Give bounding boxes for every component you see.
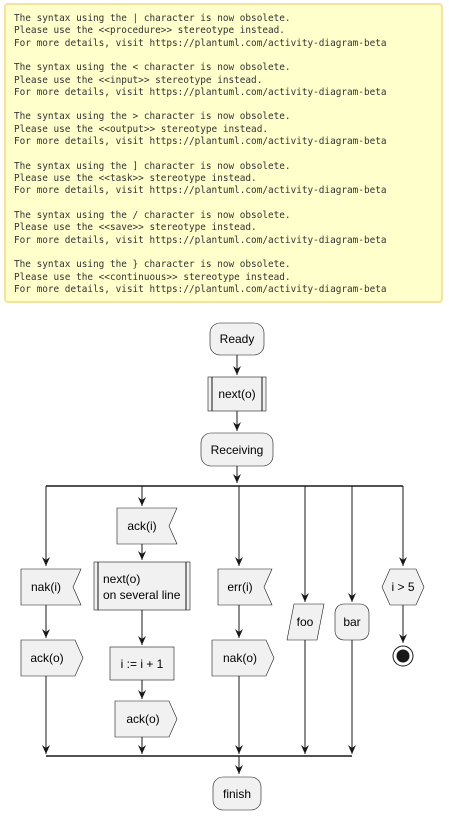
node-increment-label: i := i + 1 — [121, 657, 164, 671]
node-next-multiline-label-2: on several line — [103, 588, 181, 602]
node-nak-out: nak(o) — [211, 639, 275, 677]
stop-node-icon — [392, 645, 414, 667]
warning-line: For more details, visit https://plantuml… — [14, 234, 387, 246]
warning-line: For more details, visit https://plantuml… — [14, 283, 387, 295]
node-ready-label: Ready — [220, 332, 255, 346]
node-cond-label: i > 5 — [391, 580, 414, 594]
warning-block: The syntax using the | character is now … — [14, 13, 441, 50]
warning-line: For more details, visit https://plantuml… — [14, 185, 387, 197]
node-foo-label: foo — [297, 615, 314, 629]
warning-line: The syntax using the } character is now … — [14, 259, 291, 271]
node-increment: i := i + 1 — [109, 646, 175, 681]
warning-line: Please use the <<procedure>> stereotype … — [14, 25, 285, 37]
warning-line: Please use the <<task>> stereotype inste… — [14, 173, 257, 185]
node-ack-out-1-label: ack(o) — [30, 651, 63, 665]
warning-block: The syntax using the } character is now … — [14, 259, 441, 296]
syntax-warning-box: The syntax using the | character is now … — [4, 3, 443, 303]
warning-block: The syntax using the > character is now … — [14, 111, 441, 148]
warning-line: The syntax using the ] character is now … — [14, 160, 291, 172]
node-next-label: next(o) — [218, 387, 255, 401]
warning-line: The syntax using the | character is now … — [14, 13, 291, 24]
warning-line: The syntax using the > character is now … — [14, 111, 291, 123]
warning-line: The syntax using the / character is now … — [14, 209, 291, 221]
node-finish-label: finish — [223, 787, 251, 801]
node-next-multiline: next(o) on several line — [93, 561, 191, 611]
node-cond: i > 5 — [381, 568, 425, 606]
node-err-in: err(i) — [217, 568, 273, 606]
node-nak-in-label: nak(i) — [31, 580, 61, 594]
node-ack-in-label: ack(i) — [127, 519, 156, 533]
node-ack-out-2: ack(o) — [114, 700, 178, 738]
warning-block: The syntax using the ] character is now … — [14, 161, 441, 198]
warning-line: Please use the <<save>> stereotype inste… — [14, 222, 257, 234]
warning-block: The syntax using the < character is now … — [14, 62, 441, 99]
warning-line: For more details, visit https://plantuml… — [14, 136, 387, 148]
node-ack-in: ack(i) — [116, 507, 178, 545]
warning-block: The syntax using the / character is now … — [14, 210, 441, 247]
warning-line: The syntax using the < character is now … — [14, 62, 291, 74]
node-finish: finish — [212, 776, 262, 811]
warning-line: For more details, visit https://plantuml… — [14, 37, 387, 49]
node-next-procedure: next(o) — [207, 376, 267, 412]
node-ack-out-2-label: ack(o) — [126, 712, 159, 726]
warning-line: Please use the <<output>> stereotype ins… — [14, 123, 268, 135]
warning-line: For more details, visit https://plantuml… — [14, 87, 387, 99]
node-nak-in: nak(i) — [20, 568, 82, 606]
node-receiving: Receiving — [200, 432, 274, 467]
node-ack-out-1: ack(o) — [20, 639, 84, 677]
warning-line: Please use the <<input>> stereotype inst… — [14, 74, 263, 86]
warning-line: Please use the <<continuous>> stereotype… — [14, 271, 291, 283]
node-err-in-label: err(i) — [227, 580, 252, 594]
node-nak-out-label: nak(o) — [223, 651, 257, 665]
node-receiving-label: Receiving — [211, 443, 264, 457]
node-next-multiline-label-1: next(o) — [103, 572, 140, 586]
node-foo: foo — [286, 603, 325, 641]
node-bar-label: bar — [343, 615, 360, 629]
node-bar: bar — [334, 603, 370, 641]
node-ready: Ready — [209, 322, 265, 356]
